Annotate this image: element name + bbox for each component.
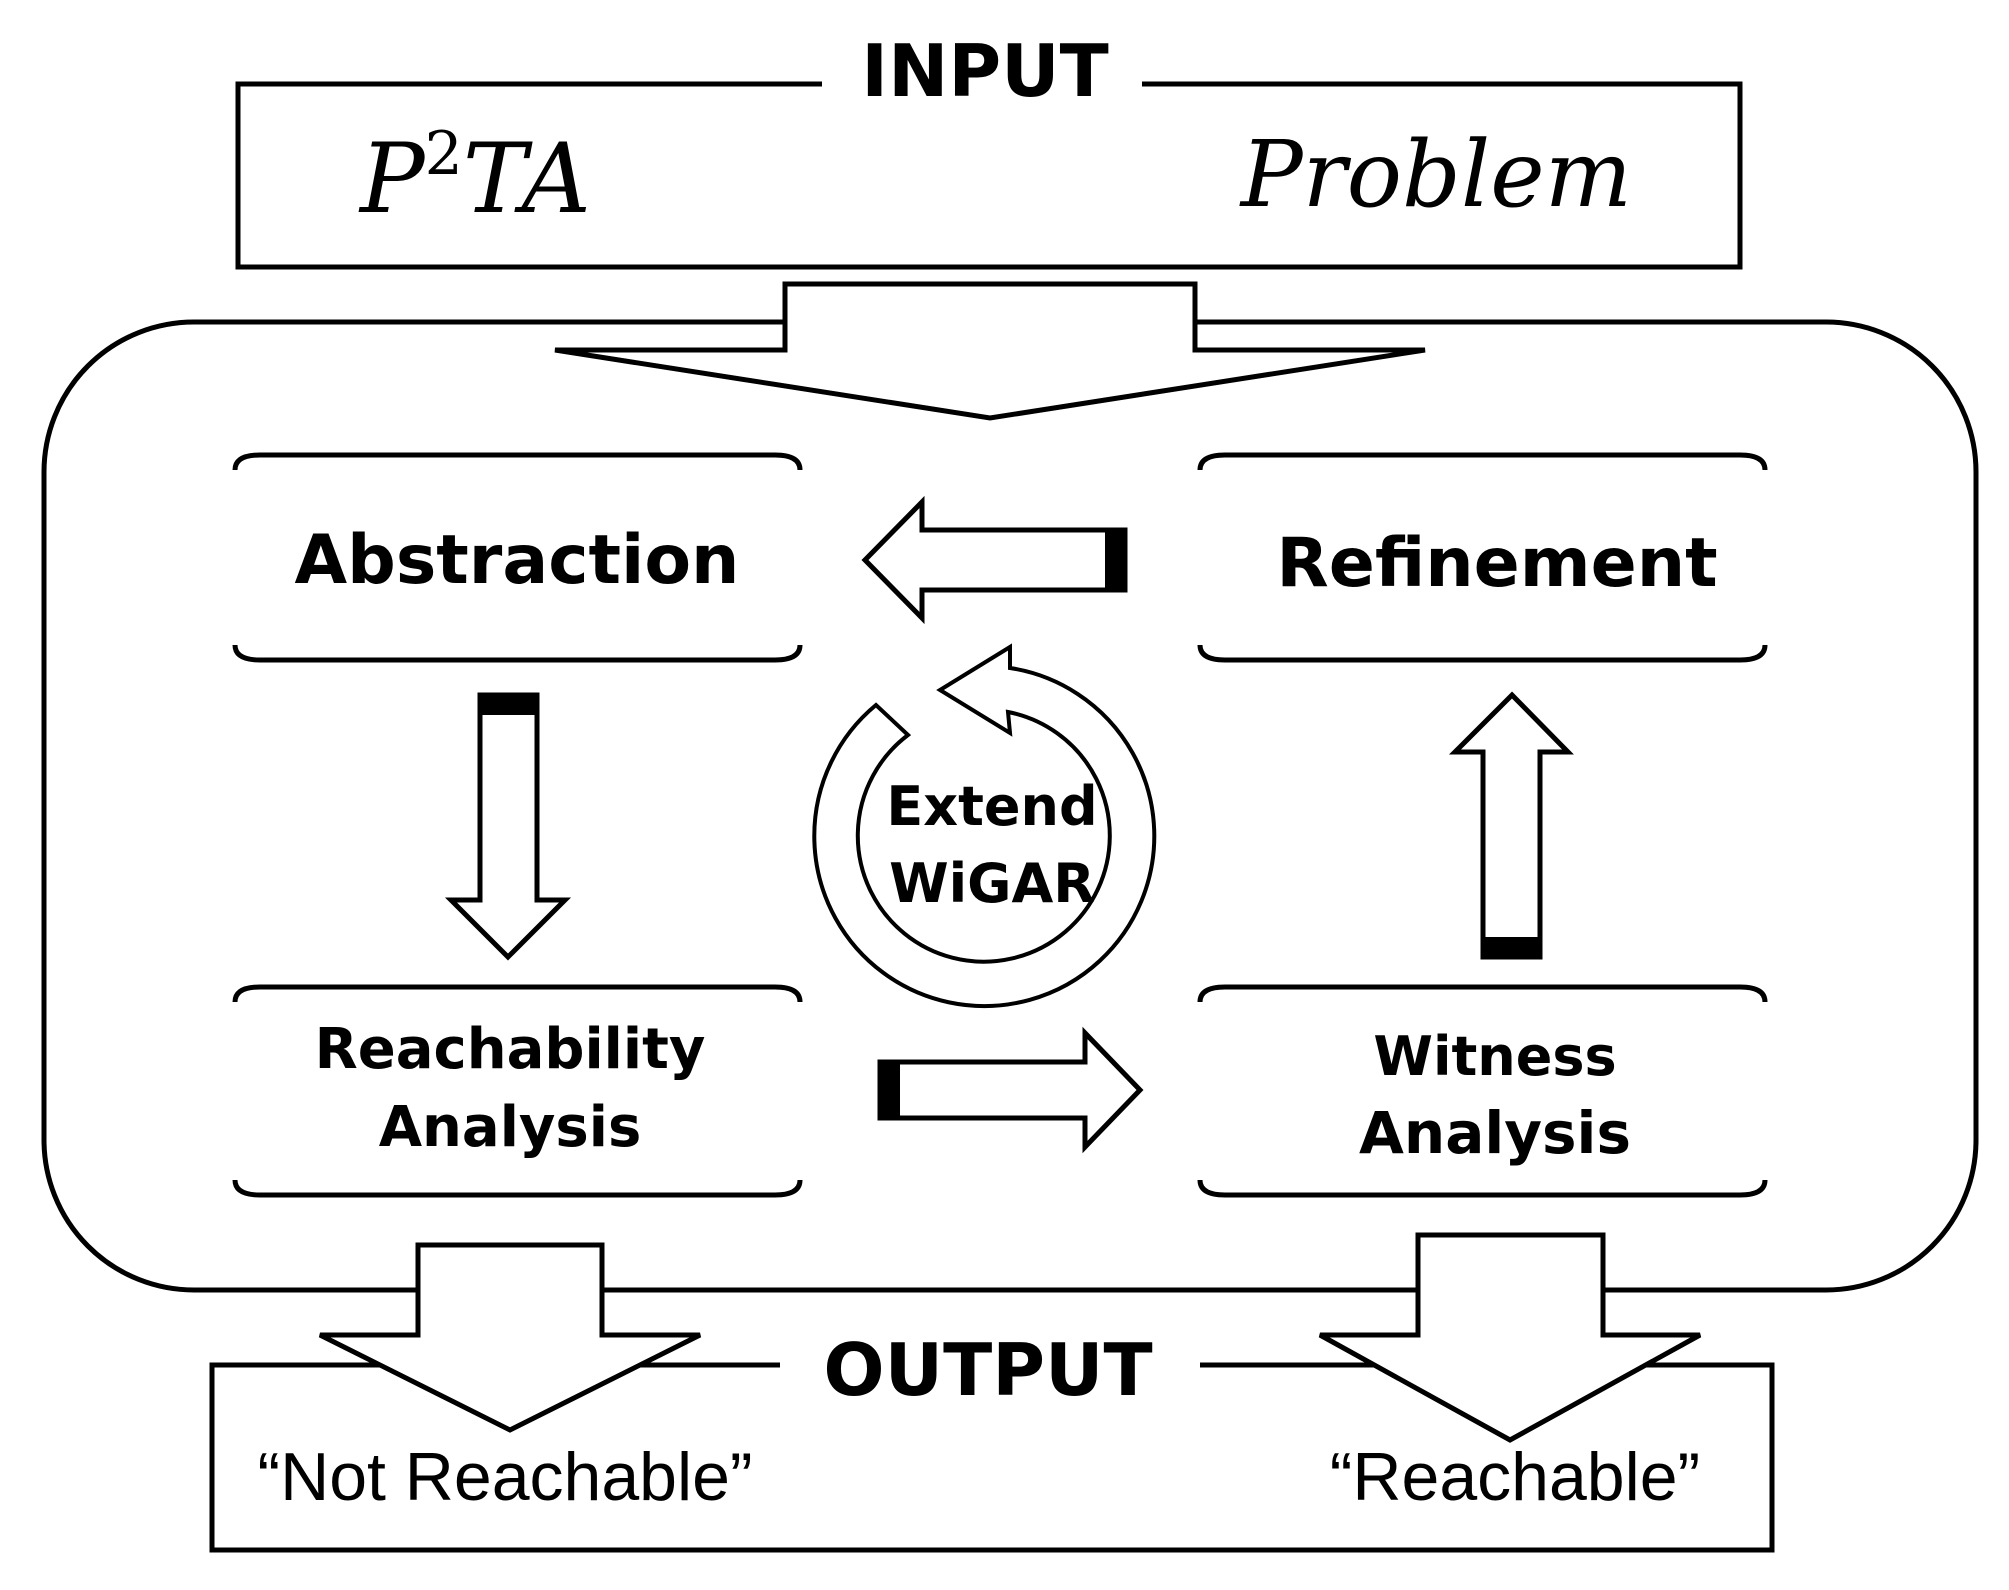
witness-label-line2: Analysis [1359, 1099, 1631, 1167]
input-arrow [554, 281, 1426, 421]
output-arrow-not-reachable [318, 1242, 702, 1433]
cycle-label-line1: Extend [886, 775, 1097, 838]
output-not-reachable-label: “Not Reachable” [257, 1439, 752, 1515]
arrow-witness-to-refinement [1448, 691, 1574, 960]
input-model-label: P2TA [358, 119, 591, 235]
arrow-reachability-to-witness [877, 1026, 1144, 1154]
refinement-label: Refinement [1276, 524, 1717, 603]
cycle-label-line2: WiGAR [889, 852, 1095, 915]
input-problem-label: Problem [1239, 121, 1632, 228]
arrow-refinement-to-abstraction [861, 495, 1128, 625]
reachability-box [232, 984, 803, 1198]
abstraction-box [232, 452, 803, 663]
refinement-box [1197, 452, 1768, 663]
output-arrow-reachable [1318, 1232, 1702, 1443]
refresh-cycle-icon [812, 643, 1157, 1009]
abstraction-label: Abstraction [295, 521, 740, 600]
witness-box [1197, 984, 1768, 1198]
output-label: OUTPUT [823, 1328, 1152, 1412]
input-box [235, 81, 1743, 270]
input-label: INPUT [861, 29, 1108, 113]
output-reachable-label: “Reachable” [1330, 1439, 1700, 1515]
output-label-gap [780, 1355, 1200, 1377]
arrow-abstraction-to-reachability [444, 692, 572, 961]
reachability-label-line2: Analysis [379, 1095, 642, 1160]
input-label-gap [822, 74, 1142, 96]
witness-label-line1: Witness [1373, 1025, 1616, 1088]
reachability-label-line1: Reachability [315, 1017, 706, 1082]
